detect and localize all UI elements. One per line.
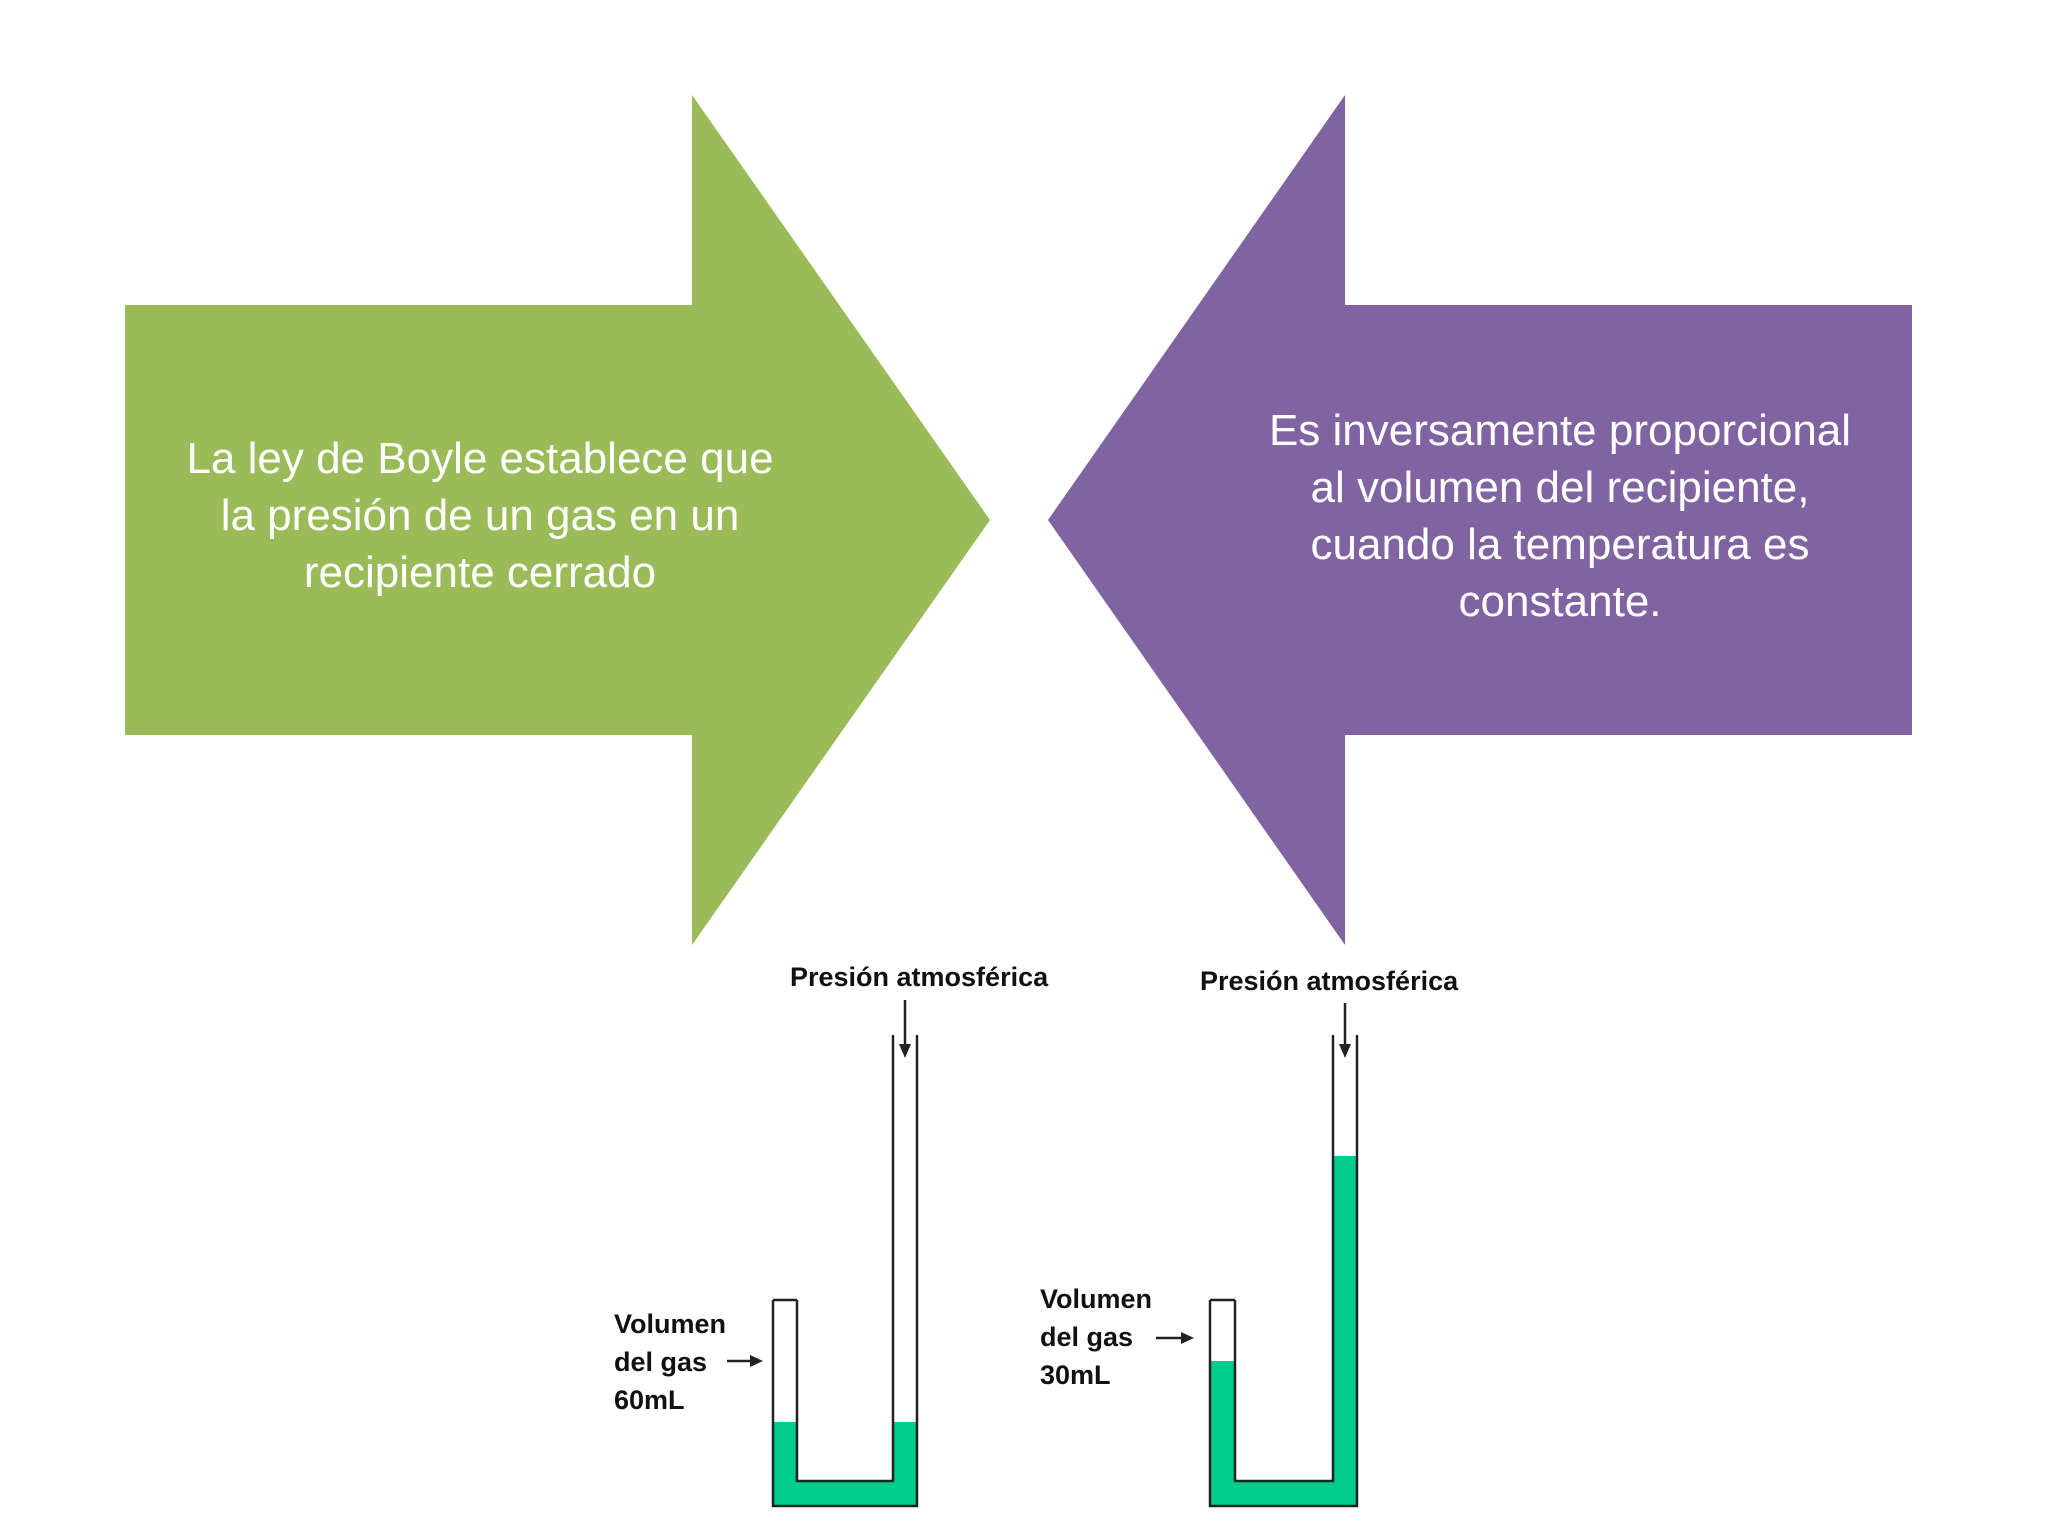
tube-inner-wall	[1233, 1035, 1335, 1483]
right-text-line: al volumen del recipiente,	[1310, 463, 1810, 512]
atmospheric-pressure-label-2: Presión atmosférica	[1200, 966, 1459, 996]
manometer-60ml	[727, 1000, 919, 1508]
gas-label-line: Volumen	[614, 1309, 727, 1339]
gas-volume-label-1: Volumen del gas 60mL	[614, 1305, 726, 1419]
gas-label-line: Volumen	[1040, 1284, 1153, 1314]
tube-outer-wall	[771, 1035, 919, 1508]
left-text-line: La ley de Boyle establece que	[186, 434, 774, 483]
right-text-line: Es inversamente proporcional	[1268, 406, 1852, 455]
gas-arrow-head	[1181, 1332, 1194, 1344]
gas-label-line: del gas	[1040, 1322, 1134, 1352]
gas-volume-label-2: Volumen del gas 30mL	[1040, 1280, 1152, 1394]
right-text-line: cuando la temperatura es	[1310, 520, 1810, 569]
gas-label-line: 60mL	[614, 1385, 685, 1415]
gas-label-line: del gas	[614, 1347, 708, 1377]
atmospheric-pressure-label-1: Presión atmosférica	[790, 962, 1049, 992]
tube-outer-wall	[1208, 1035, 1359, 1508]
manometer-30ml	[1156, 1003, 1359, 1508]
right-arrow-shape	[1048, 95, 1912, 945]
liquid-fill	[1210, 1156, 1357, 1506]
pressure-arrow-head	[899, 1044, 911, 1058]
right-text-line: constante.	[1458, 577, 1662, 626]
gas-label-line: 30mL	[1040, 1360, 1111, 1390]
left-arrow-text: La ley de Boyle establece que la presión…	[150, 430, 810, 601]
tube-inner-wall	[795, 1035, 895, 1483]
right-arrow-text: Es inversamente proporcional al volumen …	[1210, 402, 1910, 630]
left-text-line: la presión de un gas en un	[220, 491, 740, 540]
liquid-fill	[773, 1422, 917, 1506]
left-arrow-shape	[125, 95, 990, 945]
gas-arrow-head	[750, 1355, 763, 1367]
pressure-arrow-head	[1339, 1044, 1351, 1058]
left-text-line: recipiente cerrado	[303, 548, 657, 597]
